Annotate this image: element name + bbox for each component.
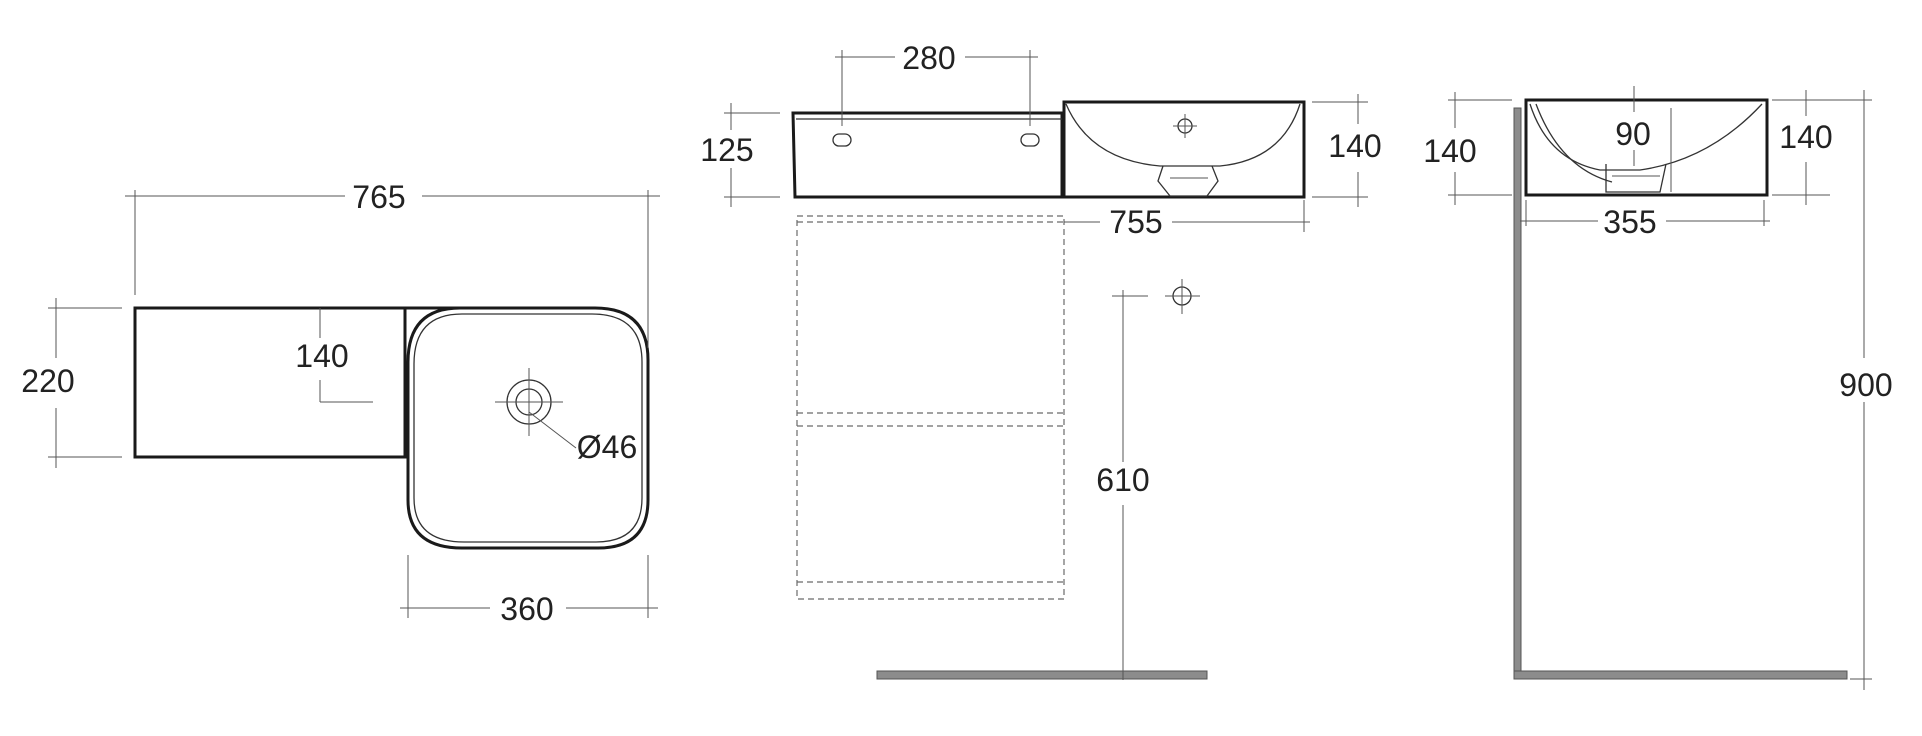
dim-765-label: 765	[352, 179, 405, 215]
cabinet-outline	[796, 215, 1065, 600]
dim-355-label: 355	[1603, 204, 1656, 240]
dim-140f-label: 140	[1328, 128, 1381, 164]
front-shelf-outline	[791, 111, 1064, 199]
front-waste-outlet	[1157, 165, 1219, 197]
dim-140sl-label: 140	[1423, 133, 1476, 169]
dim-220-label: 220	[21, 363, 74, 399]
side-wall	[1513, 107, 1522, 680]
side-basin-outline	[1524, 98, 1769, 197]
side-bowl-inner	[1529, 103, 1763, 171]
basin-outline	[406, 306, 650, 550]
front-floor	[876, 670, 1208, 680]
rail-hole-left	[832, 133, 852, 147]
dim-140-label: 140	[295, 338, 348, 374]
dim-360-label: 360	[500, 591, 553, 627]
basin-inner-line	[413, 313, 643, 543]
side-bowl-rim	[1535, 103, 1613, 183]
dim-900-label: 900	[1839, 367, 1892, 403]
top-view: 765 220 140 360 Ø46	[21, 179, 660, 627]
dim-755-label: 755	[1109, 204, 1162, 240]
front-bowl-curve	[1065, 103, 1301, 167]
shelf-outline	[133, 306, 407, 459]
side-floor	[1513, 670, 1848, 680]
dim-280-label: 280	[902, 40, 955, 76]
front-view: 280 125 140 755 610	[700, 40, 1382, 680]
dim-90-label: 90	[1615, 116, 1651, 152]
dim-125-label: 125	[700, 132, 753, 168]
waste-leader	[528, 411, 577, 449]
dim-140sr-label: 140	[1779, 119, 1832, 155]
dim-46-label: Ø46	[577, 429, 637, 465]
rail-hole-right	[1020, 133, 1040, 147]
side-waste-outlet	[1605, 163, 1667, 193]
front-basin-outline	[1062, 100, 1306, 199]
side-view: 140 90 140 355 900	[1423, 86, 1893, 690]
dim-610-label: 610	[1096, 462, 1149, 498]
